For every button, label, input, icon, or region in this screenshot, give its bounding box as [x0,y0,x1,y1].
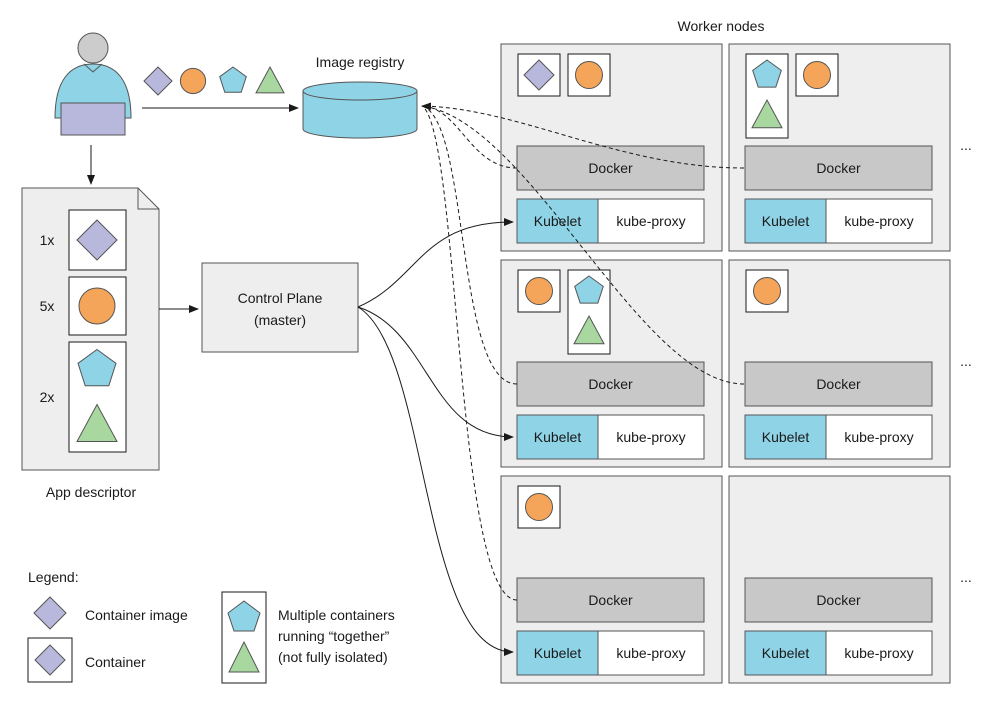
circle-icon [525,277,553,305]
image-registry-icon [302,81,418,139]
kubelet-label: Kubelet [534,213,582,229]
legend-multi-line2: running “together” [278,628,390,644]
legend-multi-line1: Multiple containers [278,607,395,623]
kubelet-label: Kubelet [534,645,582,661]
app-descriptor-label: App descriptor [46,484,137,500]
docker-label: Docker [588,376,633,392]
developer-container-images [143,65,285,96]
circle-icon [525,493,553,521]
image-registry-label: Image registry [316,54,405,70]
kube-proxy-label: kube-proxy [616,429,685,445]
legend-title: Legend: [28,569,79,585]
pentagon-icon [77,348,117,387]
kubelet-label: Kubelet [762,429,810,445]
docker-bar [516,577,705,623]
kube-proxy-label: kube-proxy [844,213,913,229]
descriptor-row: 1x [40,209,127,271]
diamond-icon [143,66,173,96]
app-descriptor-rows: 1x 5x 2x [40,209,127,453]
kubelet-label: Kubelet [762,213,810,229]
docker-bar [516,361,705,407]
descriptor-row: 2x [40,341,127,453]
more-nodes-ellipsis: ... [960,569,972,585]
descriptor-count: 1x [40,232,55,248]
legend-pentagon-icon [227,600,261,632]
kube-proxy-box [825,630,933,676]
triangle-icon [573,314,605,345]
triangle-icon [751,98,783,129]
legend-triangle-icon [228,640,260,673]
kube-proxy-box [825,414,933,460]
kubelet-box [516,414,599,460]
circle-icon [575,61,603,89]
docker-label: Docker [816,376,861,392]
kubelet-box [516,630,599,676]
kubelet-box [744,414,827,460]
legend-container-image-icon [33,596,67,630]
circle-icon [803,61,831,89]
schedule-arrow [357,306,514,441]
kube-proxy-label: kube-proxy [844,429,913,445]
legend-container-icon [34,644,66,676]
circle-icon [179,67,207,95]
descriptor-count: 2x [40,389,55,405]
kube-proxy-box [597,630,705,676]
more-nodes-ellipsis: ... [960,137,972,153]
circle-icon [78,287,116,325]
schedule-arrow [357,306,514,656]
connectors [87,104,514,656]
diamond-icon [523,59,555,91]
kube-proxy-label: kube-proxy [844,645,913,661]
docker-label: Docker [816,160,861,176]
control-plane-subtitle: (master) [254,312,306,328]
kube-proxy-box [597,414,705,460]
circle-icon [753,277,781,305]
pentagon-icon [574,275,604,304]
kube-proxy-label: kube-proxy [616,645,685,661]
schedule-arrow [357,218,514,308]
kubelet-box [516,198,599,244]
kubelet-box [744,630,827,676]
docker-bar [516,145,705,191]
docker-bar [744,145,933,191]
pentagon-icon [752,59,782,88]
kubelet-box [744,198,827,244]
pentagon-icon [219,66,247,93]
descriptor-count: 5x [40,298,55,314]
diamond-icon [76,219,118,261]
kube-proxy-box [597,198,705,244]
developer-head [77,32,109,64]
control-plane-box [201,262,359,353]
docker-label: Docker [588,592,633,608]
legend-container-image-label: Container image [85,607,188,623]
kube-proxy-box [825,198,933,244]
docker-bar [744,361,933,407]
kube-proxy-label: kube-proxy [616,213,685,229]
kubelet-label: Kubelet [762,645,810,661]
laptop-icon [60,102,126,136]
triangle-icon [255,65,285,94]
more-nodes-ellipsis: ... [960,353,972,369]
legend-container-label: Container [85,654,146,670]
triangle-icon [76,403,118,442]
legend-multi-line3: (not fully isolated) [278,649,388,665]
worker-nodes-title: Worker nodes [678,18,765,34]
developer-icon [54,32,132,136]
docker-label: Docker [588,160,633,176]
pull-lines [421,102,745,601]
docker-bar [744,577,933,623]
control-plane-title: Control Plane [238,290,323,306]
kubelet-label: Kubelet [534,429,582,445]
descriptor-row: 5x [40,276,127,336]
docker-label: Docker [816,592,861,608]
